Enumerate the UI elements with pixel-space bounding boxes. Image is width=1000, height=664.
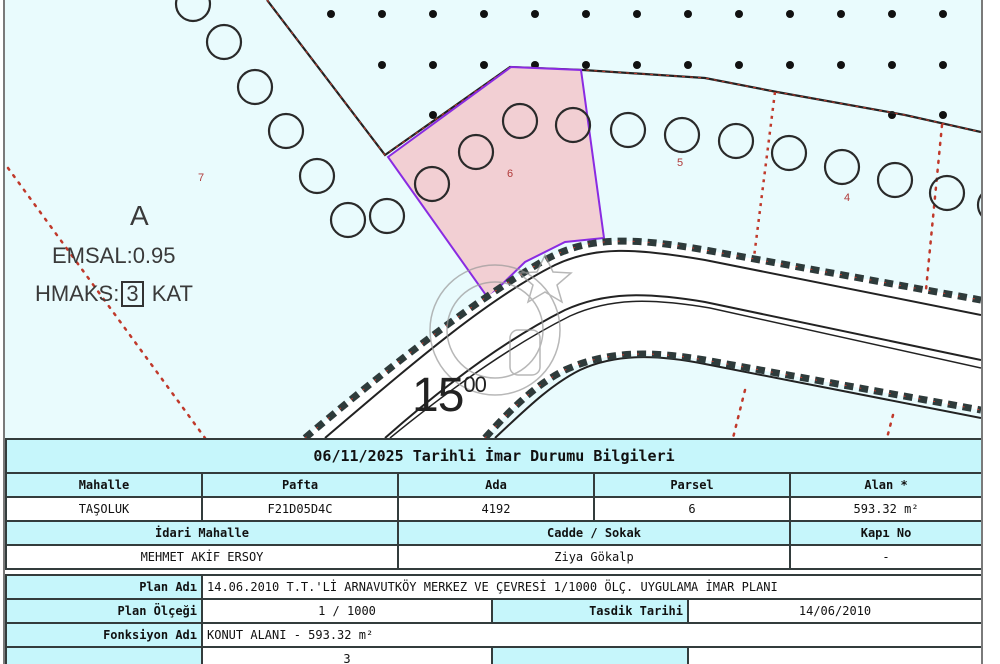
zoning-map[interactable]: 7 6 5 4 A EMSAL:0.95 HMAKS:3 KAT 1500	[5, 0, 981, 438]
value-partial-row: 3	[201, 646, 493, 664]
value-tasdik-tarihi: 14/06/2010	[686, 598, 981, 624]
value-cadde-sokak: Ziya Gökalp	[397, 544, 791, 570]
tree-circles	[174, 0, 981, 239]
value-plan-adi: 14.06.2010 T.T.'Lİ ARNAVUTKÖY MERKEZ VE …	[200, 574, 981, 600]
hmaks-suffix: KAT	[151, 281, 193, 306]
zone-label: A	[130, 200, 149, 231]
road-width-label: 1500	[412, 368, 487, 423]
zoning-viewer: 7 6 5 4 A EMSAL:0.95 HMAKS:3 KAT 1500 06…	[3, 0, 983, 664]
header-cadde-sokak: Cadde / Sokak	[397, 520, 791, 546]
hmaks-prefix: HMAKS:	[35, 281, 120, 306]
value-pafta: F21D05D4C	[201, 496, 399, 522]
label-fonksiyon-adi: Fonksiyon Adı	[5, 622, 203, 648]
parcel-number-5: 5	[677, 157, 684, 169]
watermark-logo	[429, 253, 573, 396]
plan-info-table: Plan Adı 14.06.2010 T.T.'Lİ ARNAVUTKÖY M…	[5, 574, 981, 664]
header-parsel: Parsel	[593, 472, 791, 498]
value-ada: 4192	[397, 496, 595, 522]
hmaks-value: 3	[121, 281, 144, 307]
parcel-number-4: 4	[844, 192, 851, 204]
parcel-info-table: 06/11/2025 Tarihli İmar Durumu Bilgileri…	[5, 438, 981, 570]
label-partial-row-2	[491, 646, 689, 664]
zoning-info-panel: 06/11/2025 Tarihli İmar Durumu Bilgileri…	[5, 438, 981, 664]
value-fonksiyon-adi: KONUT ALANI - 593.32 m²	[200, 622, 981, 648]
value-kapi-no: -	[788, 544, 981, 570]
road-width-decimal: 00	[463, 372, 487, 397]
header-alan: Alan *	[788, 472, 981, 498]
hmaks-label: HMAKS:3 KAT	[35, 281, 193, 307]
label-tasdik-tarihi: Tasdik Tarihi	[491, 598, 689, 624]
road-width-value: 15	[412, 369, 464, 422]
value-mahalle: TAŞOLUK	[5, 496, 203, 522]
emsal-label: EMSAL:0.95	[52, 243, 176, 268]
tree-dot-grid	[327, 10, 947, 119]
value-plan-olcegi: 1 / 1000	[201, 598, 493, 624]
report-title: 06/11/2025 Tarihli İmar Durumu Bilgileri	[5, 438, 981, 474]
parcel-number-7: 7	[198, 172, 205, 184]
value-idari-mahalle: MEHMET AKİF ERSOY	[5, 544, 399, 570]
header-ada: Ada	[397, 472, 595, 498]
label-plan-olcegi: Plan Ölçeği	[5, 598, 203, 624]
header-idari-mahalle: İdari Mahalle	[5, 520, 399, 546]
label-plan-adi: Plan Adı	[5, 574, 203, 600]
label-partial-row	[5, 646, 203, 664]
header-kapi-no: Kapı No	[788, 520, 981, 546]
value-parsel: 6	[593, 496, 791, 522]
value-alan: 593.32 m²	[788, 496, 981, 522]
value-partial-row-2	[686, 646, 981, 664]
map-drawing	[6, 0, 981, 438]
header-mahalle: Mahalle	[5, 472, 203, 498]
parcel-number-6[interactable]: 6	[507, 168, 514, 180]
header-pafta: Pafta	[201, 472, 399, 498]
